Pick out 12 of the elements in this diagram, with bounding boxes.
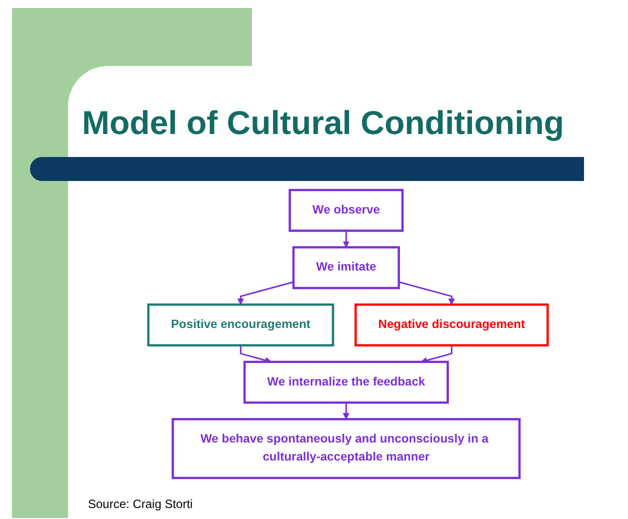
arrow <box>237 281 294 305</box>
arrow <box>398 281 455 305</box>
node-box: We internalize the feedback <box>243 360 449 404</box>
source-note: Source: Craig Storti <box>88 497 193 511</box>
node-box: Negative discouragement <box>354 303 549 346</box>
node-box: We imitate <box>292 246 400 290</box>
node-box: We behave spontaneously and unconsciously in a culturally-acceptable manner <box>172 418 521 480</box>
arrow <box>342 230 350 248</box>
arrow <box>342 402 350 420</box>
title: Model of Cultural Conditioning <box>82 104 564 142</box>
node-box: Positive encouragement <box>147 303 334 346</box>
node-box: We observe <box>288 188 404 232</box>
